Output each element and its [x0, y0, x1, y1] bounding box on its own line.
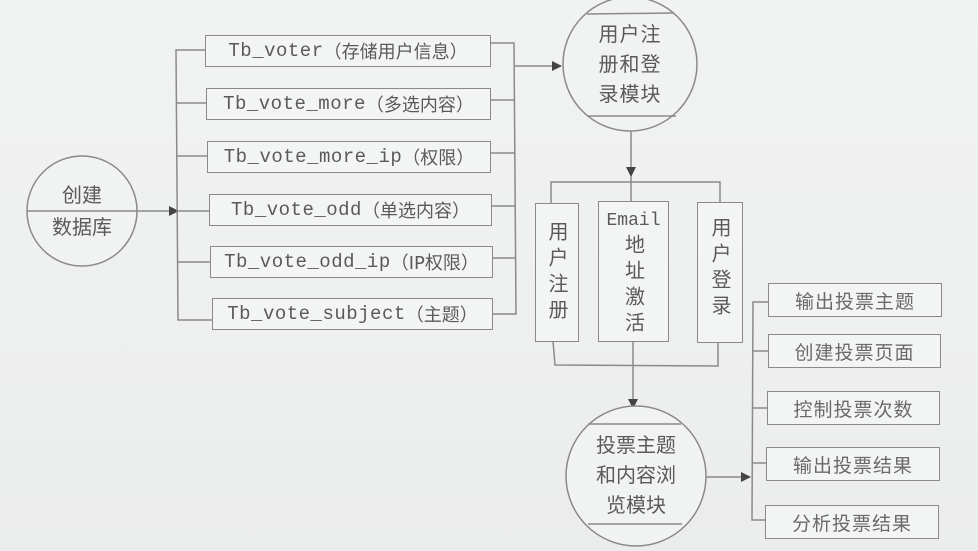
start-node-line1: 创建 — [62, 183, 102, 207]
output-vote-results: 输出投票结果 — [766, 447, 940, 481]
table-desc: （IP权限） — [390, 253, 479, 274]
output-label: 控制投票次数 — [793, 398, 914, 421]
vote-module-line2: 和内容浏 — [596, 463, 676, 487]
user-module-line3: 录模块 — [598, 82, 662, 106]
function-label: 地址激活 — [621, 234, 646, 338]
table-name: Tb_vote_odd — [231, 199, 362, 221]
output-analyze-vote-results: 分析投票结果 — [765, 505, 939, 539]
function-email-activation: Email 地址激活 — [598, 201, 669, 342]
vote-module-label: 投票主题 和内容浏 览模块 — [576, 430, 696, 520]
start-node-line2: 数据库 — [52, 215, 112, 239]
functions-bottom-bracket — [552, 340, 719, 367]
user-module-circle — [562, 0, 698, 132]
user-module-label: 用户注 册和登 录模块 — [580, 19, 680, 109]
table-name: Tb_vote_subject — [227, 303, 406, 325]
output-label: 输出投票结果 — [792, 454, 913, 477]
table-box-tb-vote-subject: Tb_vote_subject（主题） — [212, 298, 493, 330]
functions-top-bracket — [550, 181, 721, 203]
function-label: 用户注册 — [545, 220, 569, 325]
table-desc: （存储用户信息） — [323, 42, 468, 63]
output-create-vote-page: 创建投票页面 — [768, 334, 941, 368]
user-module-line2: 册和登 — [598, 52, 662, 76]
table-name: Tb_voter — [228, 40, 324, 62]
vote-module-line1: 投票主题 — [596, 433, 676, 457]
function-prefix: Email — [606, 211, 661, 231]
tables-right-bracket — [490, 42, 517, 315]
function-user-login: 用户登录 — [697, 202, 743, 343]
vote-module-line3: 览模块 — [606, 493, 666, 517]
output-label: 分析投票结果 — [791, 512, 912, 535]
function-label: 用户登录 — [708, 216, 732, 321]
table-desc: （单选内容） — [361, 201, 470, 222]
user-module-top-divider — [586, 12, 674, 15]
function-user-register: 用户注册 — [535, 203, 579, 342]
table-desc: （主题） — [405, 305, 478, 326]
output-label: 输出投票主题 — [794, 290, 915, 313]
user-module-line1: 用户注 — [598, 22, 662, 46]
table-desc: （多选内容） — [365, 95, 474, 116]
table-box-tb-vote-odd-ip: Tb_vote_odd_ip（IP权限） — [210, 246, 493, 278]
table-name: Tb_vote_odd_ip — [224, 251, 391, 273]
output-control-vote-count: 控制投票次数 — [767, 391, 940, 425]
table-box-tb-vote-more: Tb_vote_more（多选内容） — [206, 88, 491, 120]
output-vote-subject: 输出投票主题 — [768, 283, 942, 317]
vote-module-circle — [565, 405, 707, 547]
table-name: Tb_vote_more_ip — [223, 146, 403, 168]
output-label: 创建投票页面 — [794, 341, 915, 364]
table-name: Tb_vote_more — [223, 93, 366, 115]
table-box-tb-voter: Tb_voter（存储用户信息） — [205, 35, 491, 67]
tables-left-bracket — [175, 49, 212, 321]
start-node-label: 创建 数据库 — [27, 180, 137, 242]
table-box-tb-vote-odd: Tb_vote_odd（单选内容） — [209, 194, 492, 226]
outputs-bracket — [751, 301, 768, 521]
table-box-tb-vote-more-ip: Tb_vote_more_ip（权限） — [207, 141, 491, 173]
table-desc: （权限） — [402, 148, 475, 169]
